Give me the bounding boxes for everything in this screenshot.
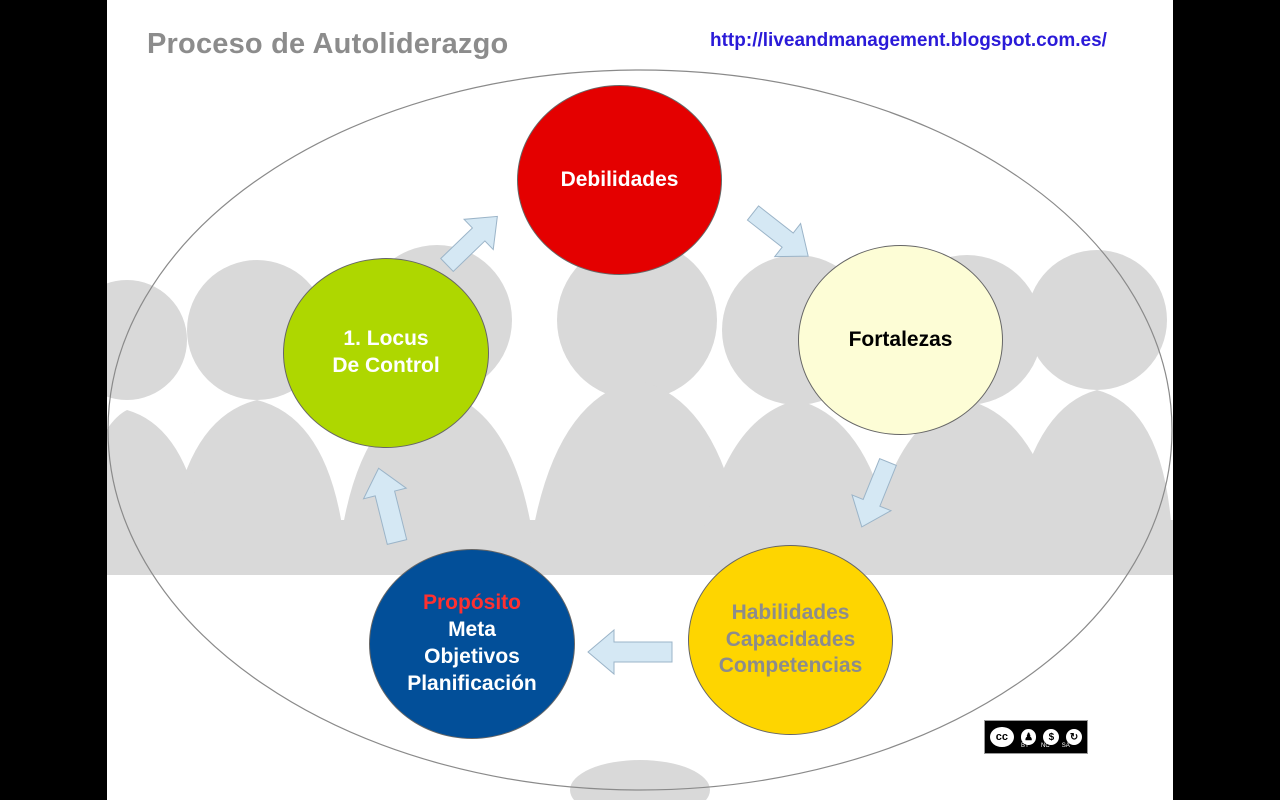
node-proposito-line-2: Objetivos	[424, 645, 520, 668]
node-proposito-line-1: Meta	[448, 618, 496, 642]
node-fortalezas: Fortalezas	[798, 245, 1003, 435]
node-fortalezas-label: Fortalezas	[848, 327, 953, 351]
blog-url: http://liveandmanagement.blogspot.com.es…	[710, 30, 1107, 51]
cc-icon: cc	[988, 725, 1016, 749]
node-debilidades: Debilidades	[517, 85, 722, 275]
node-locus: 1. Locus De Control	[283, 258, 489, 448]
flow-arrows	[362, 205, 897, 676]
arrow-proposito-to-locus	[362, 467, 408, 546]
slide: Proceso de Autoliderazgo http://liveandm…	[107, 0, 1173, 800]
license-label-nc: NC	[1041, 743, 1050, 749]
arrow-locus-to-debilidades	[440, 215, 498, 273]
license-label-sa: SA	[1061, 743, 1070, 749]
creative-commons-license: cc ♟ $ ↻ BY NC SA	[984, 720, 1088, 754]
page-title: Proceso de Autoliderazgo	[147, 28, 509, 60]
arrow-fortalezas-to-habilidades	[851, 457, 897, 528]
node-proposito-highlight: Propósito	[423, 591, 521, 615]
arrow-debilidades-to-fortalezas	[746, 205, 809, 258]
node-locus-line-2: De Control	[332, 354, 440, 377]
sa-icon: ↻	[1064, 727, 1085, 747]
node-habilidades: Habilidades Capacidades Competencias	[688, 545, 893, 735]
arrow-habilidades-to-proposito	[587, 628, 673, 676]
nc-icon: $	[1041, 727, 1062, 747]
license-label-by: BY	[1021, 743, 1030, 749]
node-habilidades-line-3: Competencias	[718, 654, 863, 678]
node-proposito: Propósito Meta Objetivos Planificación	[369, 549, 575, 739]
outer-ellipse	[107, 69, 1173, 791]
by-icon: ♟	[1018, 727, 1039, 747]
node-habilidades-line-2: Capacidades	[725, 627, 856, 651]
node-locus-line-1: 1. Locus	[343, 327, 429, 351]
license-labels: BY NC SA	[1021, 743, 1070, 749]
node-habilidades-line-1: Habilidades	[731, 600, 850, 624]
node-debilidades-label: Debilidades	[560, 167, 679, 191]
crowd-silhouettes	[107, 240, 1173, 800]
node-proposito-line-3: Planificación	[407, 671, 537, 695]
